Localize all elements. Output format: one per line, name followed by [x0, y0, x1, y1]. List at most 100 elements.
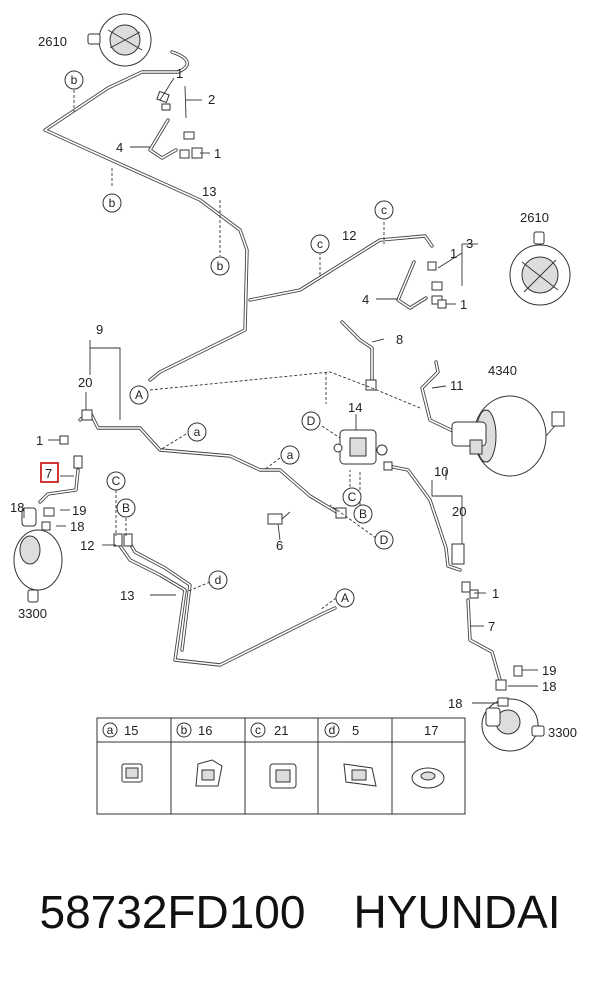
- brake-booster[interactable]: [451, 395, 565, 477]
- ref-marker-A: A: [129, 385, 149, 405]
- label-19[interactable]: 19: [72, 503, 86, 518]
- bolt[interactable]: [267, 511, 291, 525]
- svg-text:a: a: [287, 448, 294, 462]
- label-3[interactable]: 3: [466, 236, 473, 251]
- svg-text:D: D: [307, 414, 316, 428]
- label-1[interactable]: 1: [492, 586, 499, 601]
- svg-text:a: a: [194, 425, 201, 439]
- svg-text:17: 17: [424, 723, 438, 738]
- label-2610-top[interactable]: 2610: [38, 34, 67, 49]
- flex-hoses: [38, 118, 502, 682]
- part-labels: 2610 1 2 4 1 13 12 2610 1 3 4 1 9 20 1 1…: [10, 34, 577, 740]
- label-18[interactable]: 18: [542, 679, 556, 694]
- pipe-fittings: [41, 90, 523, 707]
- brake-pipes: [43, 50, 462, 667]
- svg-text:a: a: [107, 723, 114, 737]
- svg-text:c: c: [381, 203, 387, 217]
- label-18[interactable]: 18: [10, 500, 24, 515]
- brake-disc-right[interactable]: [481, 698, 545, 752]
- svg-text:5: 5: [352, 723, 359, 738]
- reference-markers: b b b c c a a d A A D D C C B B: [64, 70, 394, 608]
- ref-marker-b: b: [64, 70, 84, 90]
- label-1[interactable]: 1: [460, 297, 467, 312]
- label-6[interactable]: 6: [276, 538, 283, 553]
- svg-text:b: b: [181, 723, 188, 737]
- ref-marker-c: c: [374, 200, 394, 220]
- clip-16-icon: [195, 759, 223, 787]
- legend-table: a 15 b 16 c 21 d 5 17: [96, 717, 466, 815]
- svg-text:B: B: [122, 501, 130, 515]
- leader-lines: [23, 77, 538, 704]
- legend-cell: d 5: [324, 722, 359, 738]
- legend-cell: a 15: [102, 722, 138, 738]
- brand-name: HYUNDAI: [353, 886, 561, 938]
- backing-plate-top[interactable]: [87, 13, 152, 67]
- ref-marker-a: a: [187, 422, 207, 442]
- label-10[interactable]: 10: [434, 464, 448, 479]
- label-2[interactable]: 2: [208, 92, 215, 107]
- brake-disc-left[interactable]: [13, 507, 63, 603]
- ref-marker-D: D: [301, 411, 321, 431]
- legend-cell: 17: [424, 723, 438, 738]
- label-20[interactable]: 20: [78, 375, 92, 390]
- svg-text:c: c: [255, 723, 261, 737]
- label-19[interactable]: 19: [542, 663, 556, 678]
- label-11[interactable]: 11: [450, 378, 464, 393]
- label-4[interactable]: 4: [362, 292, 369, 307]
- ref-marker-c: c: [310, 234, 330, 254]
- grommet-17-icon: [411, 767, 445, 789]
- label-14[interactable]: 14: [348, 400, 362, 415]
- label-1[interactable]: 1: [450, 246, 457, 261]
- label-1[interactable]: 1: [36, 433, 43, 448]
- ref-marker-D: D: [374, 530, 394, 550]
- backing-plate-right[interactable]: [509, 231, 571, 306]
- svg-text:d: d: [329, 723, 336, 737]
- label-8[interactable]: 8: [396, 332, 403, 347]
- label-12[interactable]: 12: [80, 538, 94, 553]
- label-4340[interactable]: 4340: [488, 363, 517, 378]
- ref-marker-B: B: [116, 498, 136, 518]
- ref-marker-B: B: [353, 504, 373, 524]
- svg-text:C: C: [112, 474, 121, 488]
- svg-text:B: B: [359, 507, 367, 521]
- label-13[interactable]: 13: [202, 184, 216, 199]
- label-12[interactable]: 12: [342, 228, 356, 243]
- svg-text:d: d: [215, 573, 222, 587]
- svg-text:16: 16: [198, 723, 212, 738]
- clip-5-icon: [343, 763, 377, 787]
- label-4[interactable]: 4: [116, 140, 123, 155]
- svg-text:b: b: [71, 73, 78, 87]
- svg-text:b: b: [217, 259, 224, 273]
- brake-line-diagram: b b b c c a a d A A D D C C B B 2610 1 2…: [10, 13, 577, 815]
- ref-marker-b: b: [210, 256, 230, 276]
- clip-21-icon: [269, 763, 297, 789]
- svg-text:b: b: [109, 196, 116, 210]
- svg-text:21: 21: [274, 723, 288, 738]
- ref-marker-b: b: [102, 193, 122, 213]
- label-3300-left[interactable]: 3300: [18, 606, 47, 621]
- label-3300-right[interactable]: 3300: [548, 725, 577, 740]
- legend-cell: b 16: [176, 722, 212, 738]
- part-number: 58732FD100: [39, 886, 306, 938]
- label-9[interactable]: 9: [96, 322, 103, 337]
- label-7[interactable]: 7: [488, 619, 495, 634]
- proportioning-valve[interactable]: [333, 429, 388, 465]
- label-18[interactable]: 18: [70, 519, 84, 534]
- ref-marker-d: d: [208, 570, 228, 590]
- part-footer: 58732FD100 HYUNDAI: [0, 872, 600, 952]
- label-20[interactable]: 20: [452, 504, 466, 519]
- svg-text:15: 15: [124, 723, 138, 738]
- selected-part-7[interactable]: 7: [40, 462, 59, 483]
- label-13[interactable]: 13: [120, 588, 134, 603]
- ref-marker-C: C: [106, 471, 126, 491]
- svg-text:c: c: [317, 237, 323, 251]
- label-1[interactable]: 1: [214, 146, 221, 161]
- svg-text:A: A: [135, 388, 143, 402]
- legend-cell: c 21: [250, 722, 288, 738]
- label-1[interactable]: 1: [176, 66, 183, 81]
- label-18[interactable]: 18: [448, 696, 462, 711]
- label-2610-right[interactable]: 2610: [520, 210, 549, 225]
- svg-text:C: C: [348, 490, 357, 504]
- ref-marker-C: C: [342, 487, 362, 507]
- clip-15-icon: [121, 763, 143, 783]
